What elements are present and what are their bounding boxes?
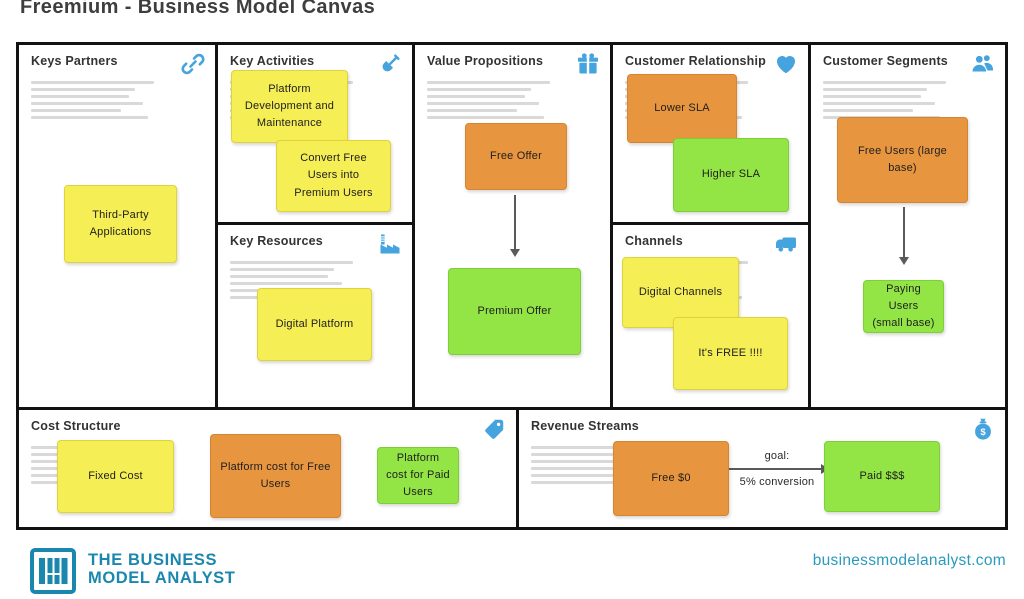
section-header: Value Propositions [415, 45, 610, 76]
section-label: Revenue Streams [531, 419, 639, 433]
brand-logo [30, 548, 76, 594]
section-label: Value Propositions [427, 54, 544, 68]
section-label: Cost Structure [31, 419, 121, 433]
arrow-label-conversion: 5% conversion [739, 476, 815, 488]
arrow-down-icon [898, 207, 910, 265]
sticky-note: Platform cost for Paid Users [377, 447, 459, 504]
sticky-note: Digital Platform [257, 288, 372, 361]
gift-icon [576, 52, 600, 76]
sticky-note: Platform cost for Free Users [210, 434, 341, 518]
section-label: Channels [625, 234, 683, 248]
arrow-right-icon [725, 464, 829, 474]
sticky-note: It's FREE !!!! [673, 317, 788, 390]
sticky-note: Third-Party Applications [64, 185, 177, 263]
placeholder-lines [531, 446, 681, 484]
sticky-note: Digital Channels [622, 257, 739, 328]
section-header: Channels [613, 225, 808, 256]
brand-line-1: THE BUSINESS [88, 551, 218, 569]
sticky-note: Free $0 [613, 441, 729, 516]
conversion-arrow: goal: 5% conversion [725, 450, 829, 488]
arrow-down-icon [509, 195, 521, 257]
section-header: Key Activities [218, 45, 412, 76]
brand-line-2: MODEL ANALYST [88, 569, 236, 588]
sticky-note: Higher SLA [673, 138, 789, 212]
link-icon [181, 52, 205, 76]
heart-icon [774, 52, 798, 76]
sticky-note: Premium Offer [448, 268, 581, 355]
business-model-canvas: Keys Partners Third-Party Applications K… [16, 42, 1008, 530]
truck-icon [774, 232, 798, 256]
placeholder-lines [823, 81, 981, 119]
placeholder-lines [427, 81, 585, 119]
placeholder-lines [31, 81, 189, 119]
section-header: Revenue Streams $ [519, 410, 1005, 441]
factory-icon [378, 232, 402, 256]
section-keys-partners: Keys Partners Third-Party Applications [19, 45, 218, 407]
svg-text:$: $ [980, 427, 986, 438]
section-label: Customer Relationship [625, 54, 767, 68]
section-customer-relationship: Customer Relationship Lower SLA Higher S… [613, 45, 811, 225]
sticky-note: Lower SLA [627, 74, 737, 143]
section-label: Key Resources [230, 234, 323, 248]
section-key-resources: Key Resources Digital Platform [218, 225, 415, 407]
sticky-note: Paid $$$ [824, 441, 940, 512]
sticky-note: Fixed Cost [57, 440, 174, 513]
section-customer-segments: Customer Segments Free Users (large base… [811, 45, 1005, 407]
sticky-note: Free Users (large base) [837, 117, 968, 203]
section-label: Customer Segments [823, 54, 948, 68]
section-revenue-streams: Revenue Streams $ Free $0 goal: 5% conve… [519, 407, 1005, 527]
sticky-note: Platform Development and Maintenance [231, 70, 348, 143]
section-header: Key Resources [218, 225, 412, 256]
section-header: Customer Segments [811, 45, 1005, 76]
section-label: Key Activities [230, 54, 315, 68]
money-bag-icon: $ [971, 417, 995, 441]
section-label: Keys Partners [31, 54, 118, 68]
sticky-note: Convert Free Users into Premium Users [276, 140, 391, 212]
shovel-icon [378, 52, 402, 76]
tag-icon [482, 417, 506, 441]
sticky-note: Free Offer [465, 123, 567, 190]
section-header: Cost Structure [19, 410, 516, 441]
people-icon [971, 52, 995, 76]
section-value-propositions: Value Propositions Free Offer Premium Of… [415, 45, 613, 407]
arrow-label-goal: goal: [764, 450, 790, 462]
section-channels: Channels Digital Channels It's FREE !!!! [613, 225, 811, 407]
section-cost-structure: Cost Structure Fixed Cost Platform cost … [19, 407, 519, 527]
sticky-note: Paying Users (small base) [863, 280, 944, 333]
section-key-activities: Key Activities Platform Development and … [218, 45, 415, 225]
brand-name: THE BUSINESS MODEL ANALYST [88, 551, 235, 587]
website-link[interactable]: businessmodelanalyst.com [812, 552, 1006, 569]
section-header: Customer Relationship [613, 45, 808, 76]
section-header: Keys Partners [19, 45, 215, 76]
page-title: Freemium - Business Model Canvas [20, 0, 376, 18]
